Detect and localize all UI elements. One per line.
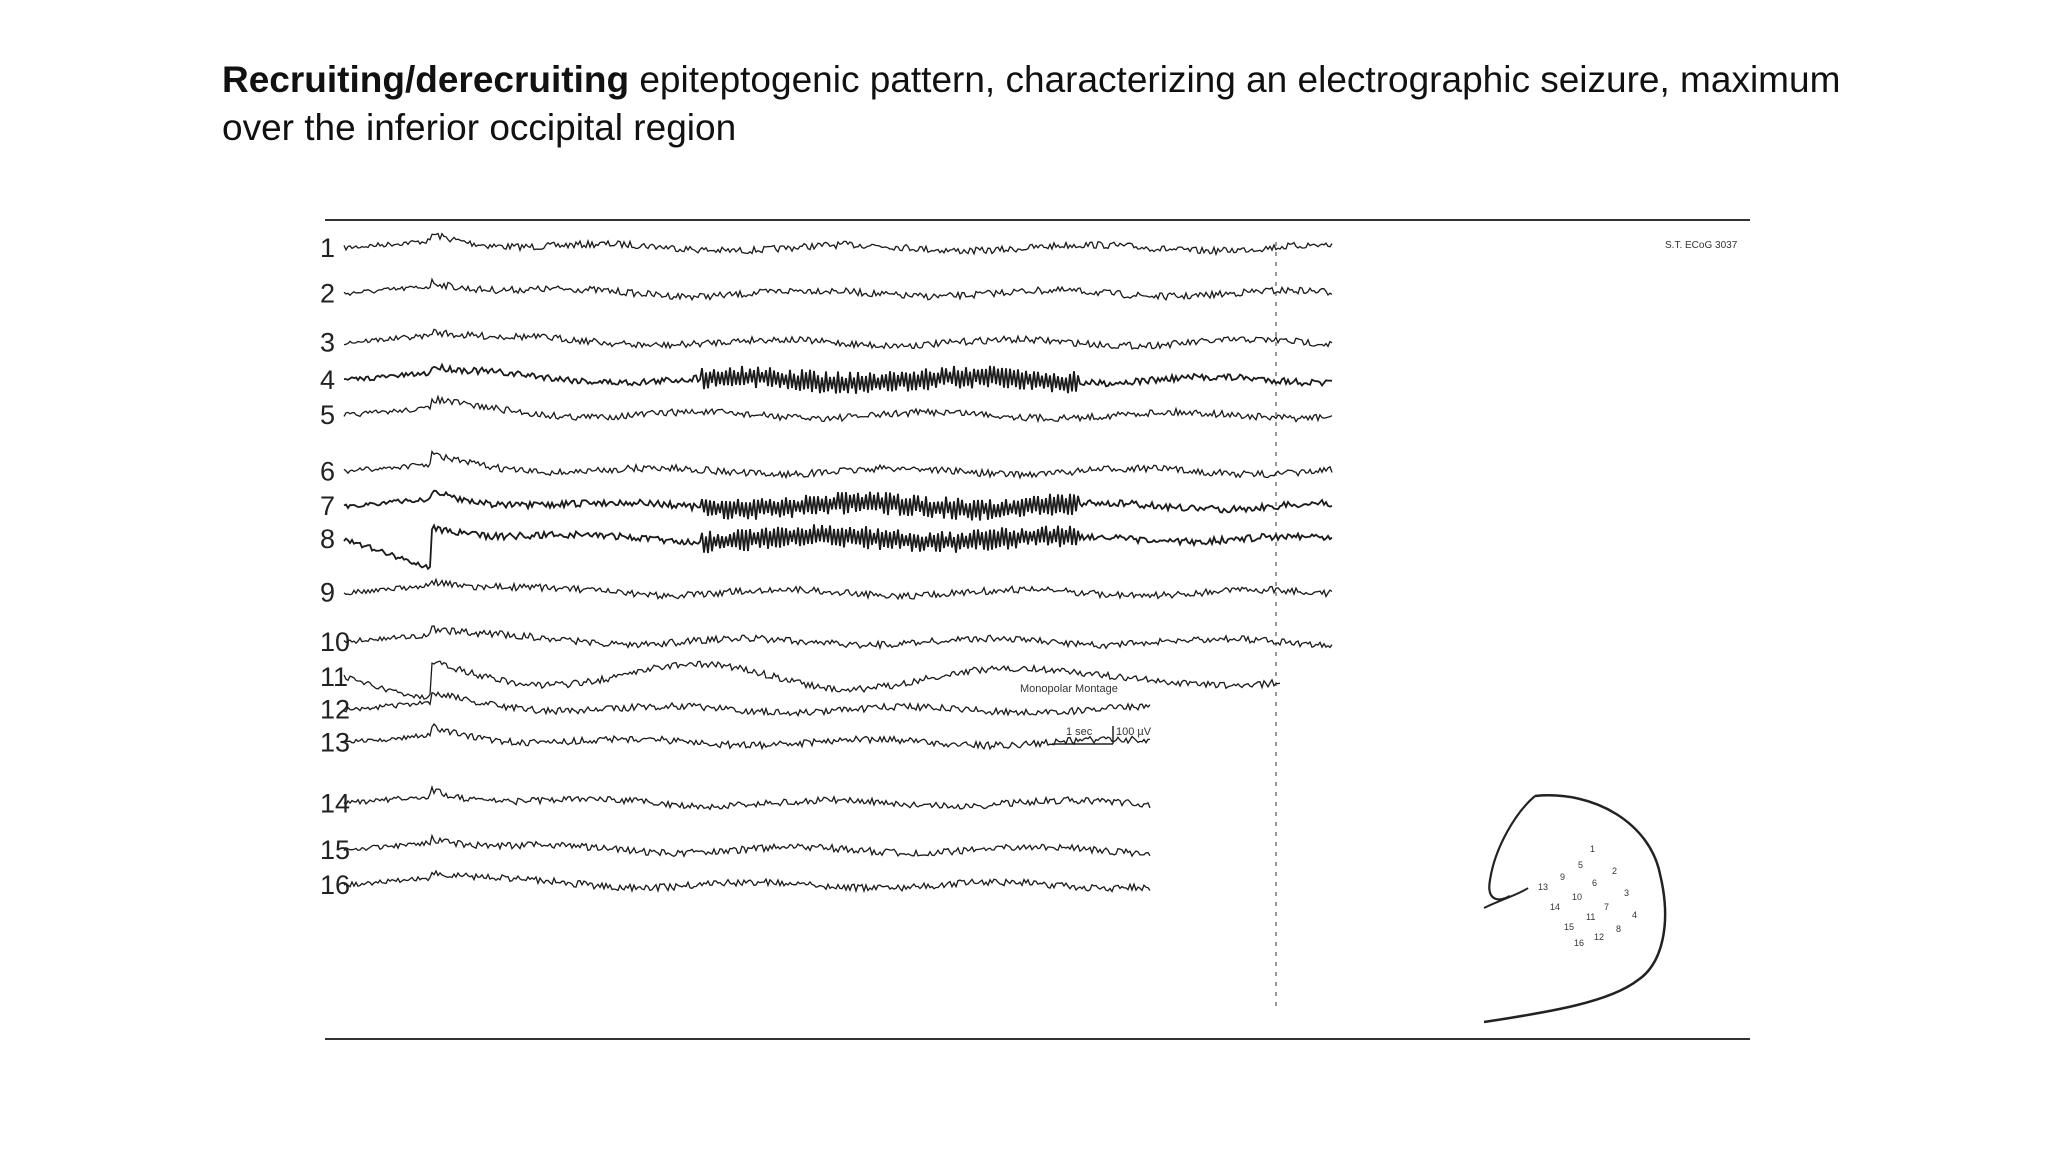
slide-caption: Recruiting/derecruiting epiteptogenic pa…	[222, 56, 1882, 152]
ecog-trace-channel-12	[343, 691, 1151, 718]
electrode-map-label-11: 11	[1586, 912, 1595, 922]
ecog-trace-channel-9	[343, 577, 1333, 601]
ecog-trace-channel-14	[343, 784, 1151, 811]
scale-amplitude-label: 100 µV	[1116, 726, 1152, 738]
ecog-trace-channel-1	[343, 232, 1333, 257]
channel-label-10: 10	[320, 627, 350, 657]
ecog-trace-channel-11	[343, 660, 1281, 700]
ecog-figure: S.T. ECoG 3037 Monopolar Montage 1 sec 1…	[320, 212, 1770, 1052]
channel-label-6: 6	[320, 456, 335, 486]
record-id-label: S.T. ECoG 3037	[1665, 240, 1738, 251]
electrode-map-label-3: 3	[1624, 888, 1629, 898]
channel-label-13: 13	[320, 727, 350, 757]
ecog-trace-channel-5	[343, 394, 1333, 424]
ecog-trace-channel-7	[343, 489, 1333, 521]
electrode-map-label-2: 2	[1612, 866, 1617, 876]
channel-label-4: 4	[320, 365, 335, 395]
ecog-trace-channel-4	[343, 362, 1333, 394]
ecog-trace-channel-3	[343, 328, 1333, 350]
channel-label-12: 12	[320, 695, 350, 725]
electrode-map-label-9: 9	[1560, 872, 1565, 882]
electrode-map-label-4: 4	[1632, 910, 1637, 920]
ecog-trace-channel-8	[343, 523, 1333, 571]
electrode-map-label-7: 7	[1604, 902, 1609, 912]
channel-label-16: 16	[320, 870, 350, 900]
electrode-map-label-5: 5	[1578, 860, 1583, 870]
channel-label-1: 1	[320, 233, 335, 263]
channel-label-2: 2	[320, 278, 335, 308]
ecog-trace-channel-10	[343, 625, 1333, 651]
trace-group	[343, 232, 1333, 894]
sylvian-fissure	[1488, 795, 1536, 901]
ecog-trace-channel-2	[343, 277, 1333, 302]
channel-label-14: 14	[320, 788, 350, 818]
ecog-traces-svg: S.T. ECoG 3037 Monopolar Montage 1 sec 1…	[320, 219, 1750, 1040]
temporal-notch	[1483, 887, 1529, 909]
channel-label-8: 8	[320, 524, 335, 554]
scale-time-label: 1 sec	[1066, 726, 1093, 738]
electrode-map-label-6: 6	[1592, 878, 1597, 888]
electrode-map-label-15: 15	[1564, 922, 1574, 932]
electrode-map-label-16: 16	[1574, 938, 1584, 948]
caption-bold-term: Recruiting/derecruiting	[222, 59, 630, 100]
caption-text: epiteptogenic pattern, characterizing an…	[222, 59, 1841, 148]
channel-label-9: 9	[320, 578, 335, 608]
channel-label-7: 7	[320, 491, 335, 521]
electrode-map-label-13: 13	[1538, 882, 1548, 892]
ecog-trace-channel-13	[344, 722, 1150, 751]
brain-outline	[1483, 794, 1667, 1024]
ecog-trace-channel-16	[343, 869, 1151, 894]
ecog-trace-channel-6	[343, 449, 1333, 480]
channel-label-3: 3	[320, 328, 335, 358]
electrode-map-label-10: 10	[1572, 892, 1582, 902]
ecog-trace-channel-15	[343, 833, 1151, 858]
electrode-map-label-12: 12	[1594, 932, 1604, 942]
electrode-map-label-14: 14	[1550, 902, 1560, 912]
channel-label-5: 5	[320, 400, 335, 430]
channel-label-15: 15	[320, 835, 350, 865]
electrode-map-label-8: 8	[1616, 924, 1621, 934]
electrode-map-label-1: 1	[1590, 844, 1595, 854]
channel-label-11: 11	[320, 662, 348, 692]
montage-label: Monopolar Montage	[1020, 683, 1118, 695]
